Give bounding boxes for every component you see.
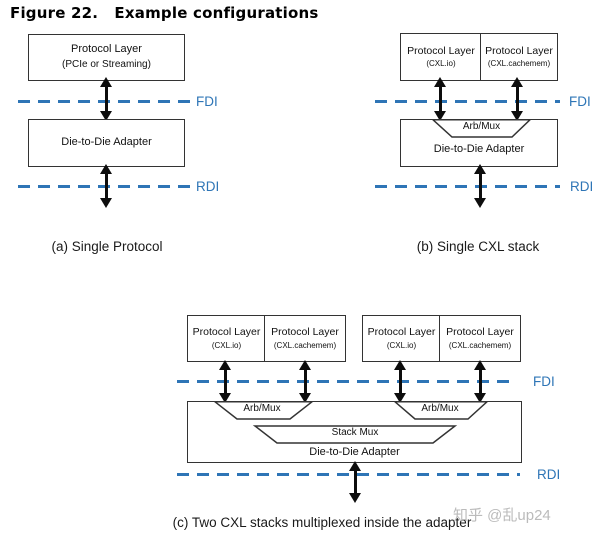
protocol-layer-label: Protocol Layer	[485, 44, 553, 57]
adapter-label: Die-to-Die Adapter	[61, 136, 152, 149]
bidirectional-arrow-icon	[100, 77, 113, 121]
protocol-layer-box: Protocol Layer (CXL.io)	[400, 33, 482, 81]
protocol-type-label: (CXL.io)	[426, 59, 456, 69]
stack-mux-trapezoid	[252, 425, 458, 444]
protocol-layer-box: Protocol Layer (CXL.cachemem)	[264, 315, 346, 362]
bidirectional-arrow-icon	[434, 77, 447, 121]
bidirectional-arrow-icon	[474, 360, 487, 403]
arb-mux-trapezoid	[212, 401, 315, 420]
watermark: 知乎 @乱up24	[453, 507, 551, 524]
arb-mux-trapezoid	[431, 119, 532, 138]
protocol-type-label: (CXL.cachemem)	[448, 340, 512, 350]
protocol-layer-box: Protocol Layer (CXL.io)	[187, 315, 266, 362]
fdi-dashed-line	[18, 100, 190, 103]
arb-mux-trapezoid	[392, 401, 489, 420]
rdi-dashed-line	[375, 185, 560, 188]
bidirectional-arrow-icon	[219, 360, 232, 403]
mux-trapezoids	[212, 401, 489, 444]
caption-c: (c) Two CXL stacks multiplexed inside th…	[172, 515, 472, 530]
fdi-dashed-line	[177, 380, 510, 383]
bidirectional-arrow-icon	[100, 164, 113, 208]
protocol-layer-label: Protocol Layer	[367, 326, 436, 339]
adapter-label: Die-to-Die Adapter	[309, 446, 400, 458]
protocol-layer-label: Protocol Layer	[407, 44, 475, 57]
protocol-layer-label: Protocol Layer	[71, 43, 142, 56]
bidirectional-arrow-icon	[299, 360, 312, 403]
fdi-dashed-line	[375, 100, 560, 103]
arb-mux-label: Arb/Mux	[243, 403, 281, 414]
protocol-type-label: (CXL.io)	[211, 340, 242, 350]
arb-mux-label: Arb/Mux	[421, 403, 459, 414]
bidirectional-arrow-icon	[349, 461, 362, 503]
protocol-type-label: (CXL.io)	[386, 340, 417, 350]
figure-title: Figure 22. Example configurations	[10, 4, 319, 22]
rdi-dashed-line	[18, 185, 190, 188]
bidirectional-arrow-icon	[394, 360, 407, 403]
protocol-type-label: (PCIe or Streaming)	[62, 59, 151, 71]
fdi-label: FDI	[569, 94, 591, 109]
die-to-die-adapter-box: Die-to-Die Adapter	[28, 119, 185, 167]
protocol-layer-label: Protocol Layer	[192, 326, 261, 339]
bidirectional-arrow-icon	[511, 77, 524, 121]
protocol-type-label: (CXL.cachemem)	[487, 59, 551, 69]
stack-mux-label: Stack Mux	[331, 427, 379, 438]
protocol-layer-label: Protocol Layer	[271, 326, 339, 339]
bidirectional-arrow-icon	[474, 164, 487, 208]
protocol-layer-box: Protocol Layer (PCIe or Streaming)	[28, 34, 185, 81]
rdi-label: RDI	[570, 179, 594, 194]
rdi-label: RDI	[196, 179, 220, 194]
protocol-layer-box: Protocol Layer (CXL.cachemem)	[480, 33, 558, 81]
protocol-type-label: (CXL.cachemem)	[273, 340, 337, 350]
rdi-dashed-line	[177, 473, 520, 476]
caption-b: (b) Single CXL stack	[416, 239, 540, 254]
caption-a: (a) Single Protocol	[51, 239, 163, 254]
adapter-label: Die-to-Die Adapter	[433, 143, 525, 155]
arb-mux-label: Arb/Mux	[462, 121, 501, 132]
fdi-label: FDI	[533, 374, 555, 389]
fdi-label: FDI	[196, 94, 218, 109]
rdi-label: RDI	[537, 467, 561, 482]
protocol-layer-box: Protocol Layer (CXL.cachemem)	[439, 315, 521, 362]
protocol-layer-label: Protocol Layer	[446, 326, 514, 339]
protocol-layer-box: Protocol Layer (CXL.io)	[362, 315, 441, 362]
